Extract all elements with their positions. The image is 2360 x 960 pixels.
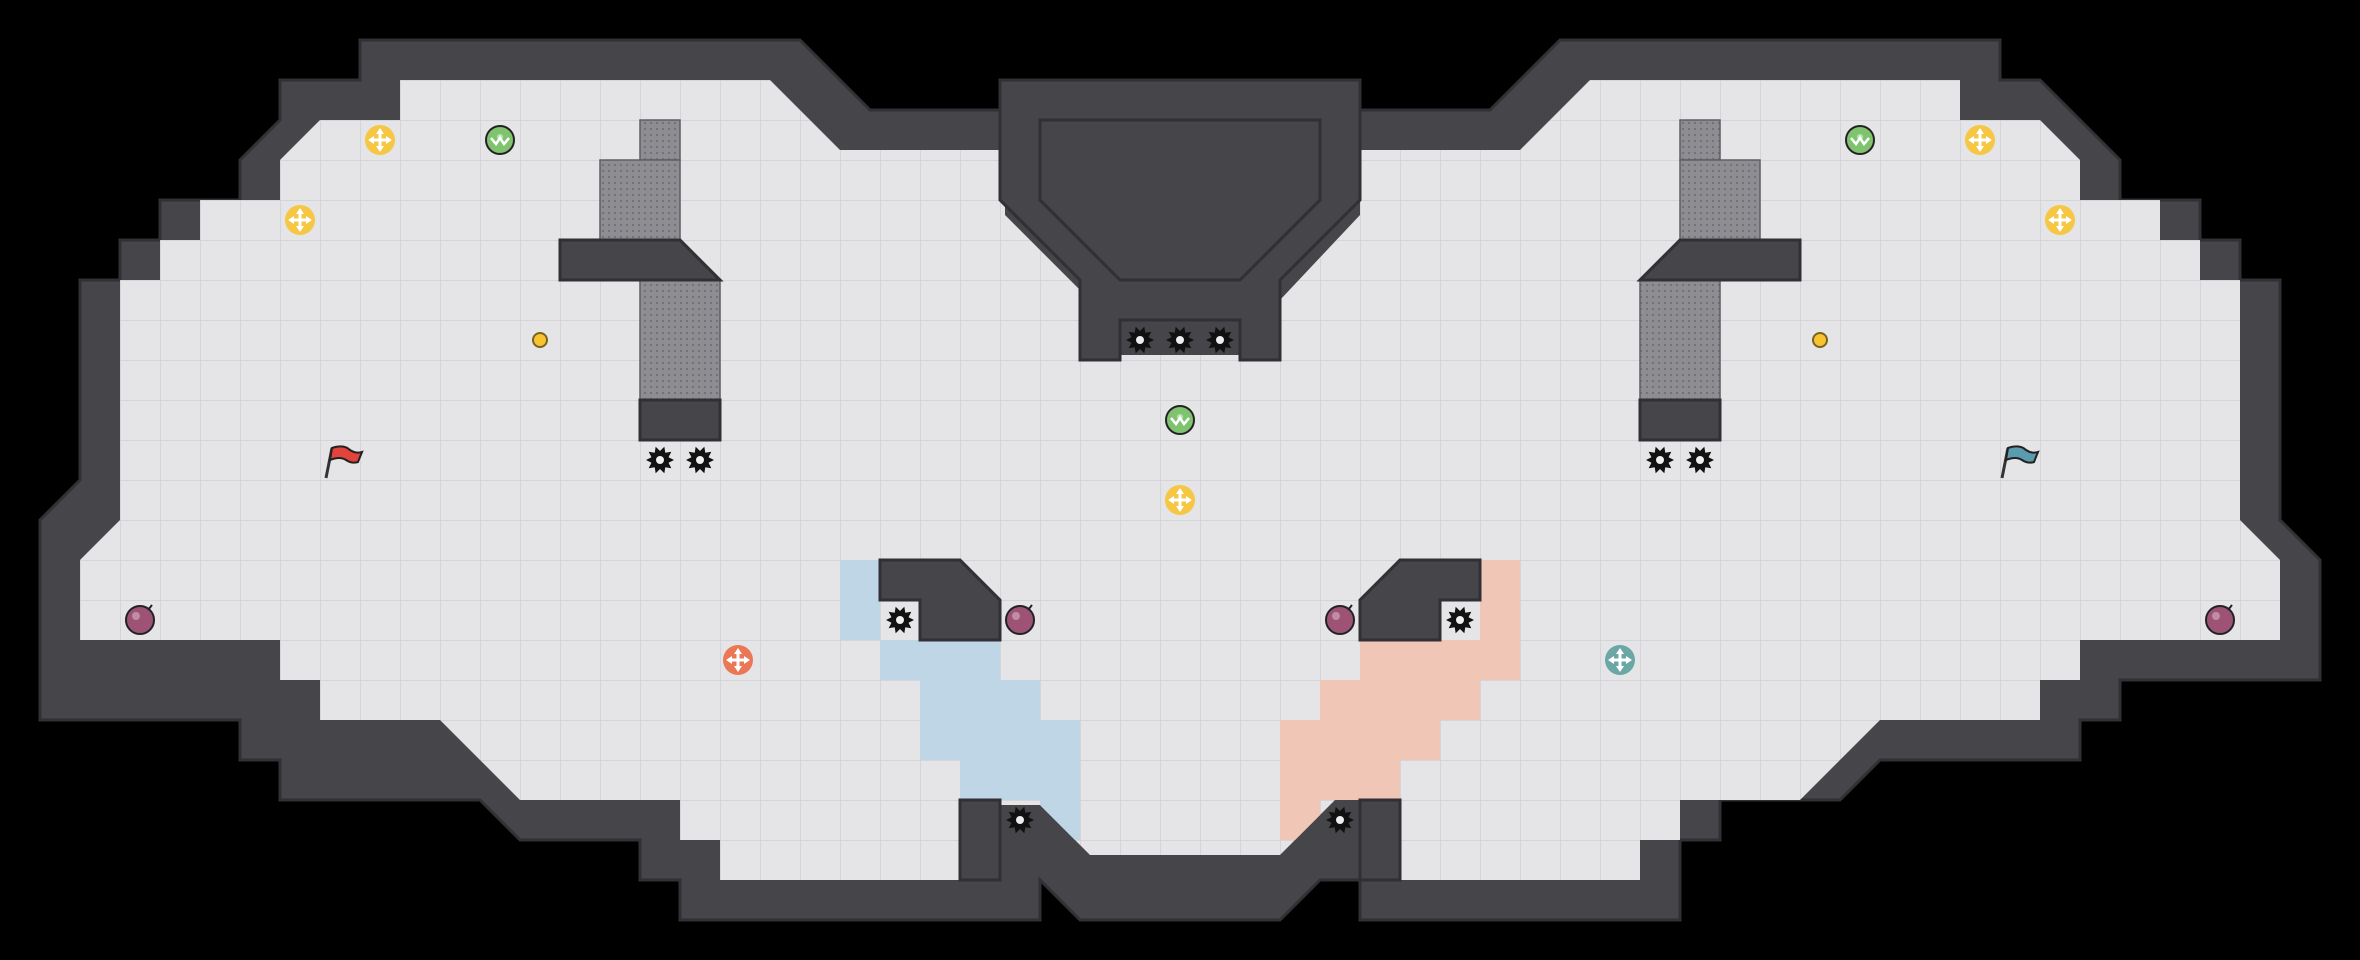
boosts-layer (285, 125, 2075, 675)
boost-icon (723, 645, 753, 675)
spike-icon (1686, 446, 1714, 474)
spike-icon (686, 446, 714, 474)
right-pillar-base (1638, 398, 1722, 442)
boost-icon (1165, 485, 1195, 515)
lower-right-bumper (1358, 558, 1482, 642)
token-icon (532, 332, 548, 348)
boost-icon (285, 205, 315, 235)
spike-icon (886, 606, 914, 634)
boost-icon (2045, 205, 2075, 235)
boost-icon (365, 125, 395, 155)
spike-icon (1646, 446, 1674, 474)
spike-icon (1166, 326, 1194, 354)
lower-left-bumper (878, 558, 1002, 642)
flag-icon (2004, 445, 2040, 464)
boost-icon (1605, 645, 1635, 675)
left-ledge-wall (558, 238, 724, 282)
right-ledge-wall (1636, 238, 1802, 282)
bottom-left-pillar (958, 798, 1002, 882)
bomb-icon (1325, 604, 1355, 635)
bomb-icon (125, 604, 155, 635)
powerup-icon (485, 125, 515, 155)
tokens-layer (532, 332, 1828, 348)
red-team-zone (1280, 560, 1520, 840)
powerups-layer (485, 125, 1875, 435)
blue-team-zone (840, 560, 1080, 840)
spike-icon (646, 446, 674, 474)
bottom-right-pillar (1358, 798, 1402, 882)
spike-icon (1326, 806, 1354, 834)
left-pillar-base (638, 398, 722, 442)
inner-walls (558, 78, 1802, 882)
bombs-layer (125, 604, 2235, 635)
blue-flag[interactable] (2000, 445, 2040, 479)
center-funnel-wall (998, 78, 1362, 362)
red-flag[interactable] (324, 445, 364, 479)
spike-icon (1206, 326, 1234, 354)
spike-blocks (599, 119, 1761, 401)
spike-icon (1126, 326, 1154, 354)
powerup-icon (1845, 125, 1875, 155)
boost-icon (1965, 125, 1995, 155)
token-icon (1812, 332, 1828, 348)
flag-icon (328, 445, 364, 464)
powerup-icon (1165, 405, 1195, 435)
bomb-icon (1005, 604, 1035, 635)
spikes-layer (646, 326, 1714, 834)
spike-icon (1446, 606, 1474, 634)
spike-icon (1006, 806, 1034, 834)
bomb-icon (2205, 604, 2235, 635)
